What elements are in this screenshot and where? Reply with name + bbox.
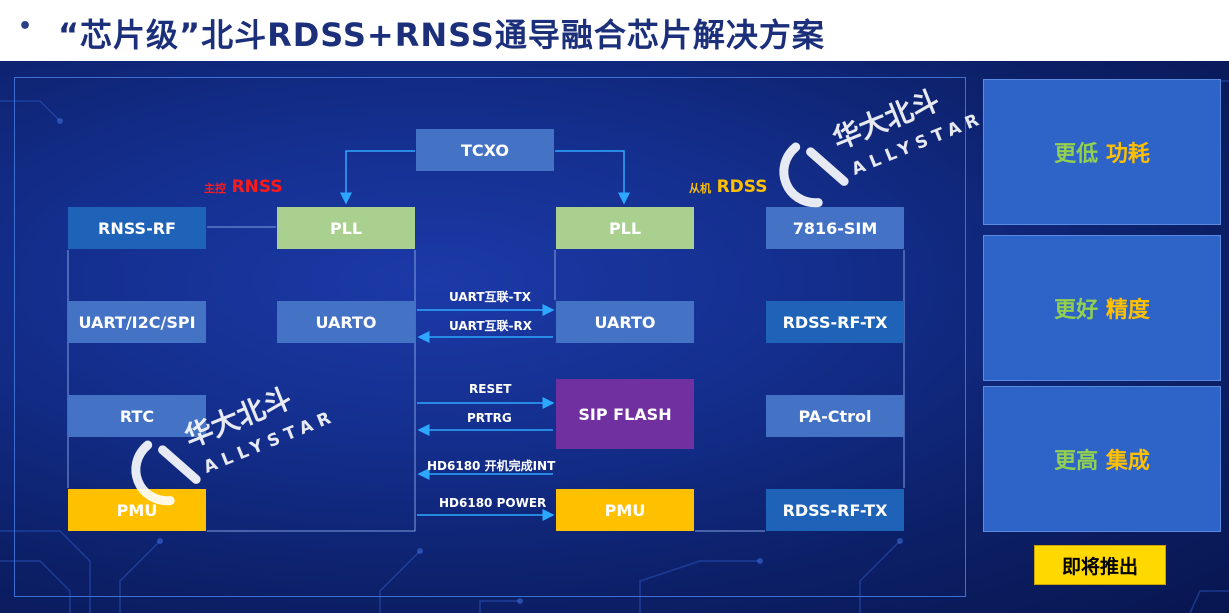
- slave-prefix: 从机: [689, 182, 711, 195]
- master-name: RNSS: [231, 177, 283, 197]
- allystar-logo-icon: 华大北斗 ALLYSTAR: [779, 83, 987, 208]
- feature-card-integration: 更高 集成: [983, 386, 1221, 532]
- signal-power: HD6180 POWER: [439, 496, 547, 510]
- pa-ctrl-block: PA-Ctrol: [766, 395, 904, 437]
- diagram-frame: [14, 77, 966, 597]
- rtc-block: RTC: [68, 395, 206, 437]
- feature-b: 精度: [1105, 298, 1150, 323]
- pll-left-block: PLL: [277, 207, 415, 249]
- rdss-rf-tx-block-1: RDSS-RF-TX: [766, 301, 904, 343]
- signal-reset: RESET: [469, 382, 512, 396]
- circuit-background: [0, 80, 1229, 613]
- master-prefix: 主控: [204, 182, 226, 195]
- uart-i2c-spi-block: UART/I2C/SPI: [68, 301, 206, 343]
- allystar-logo-top: 华大北斗 ALLYSTAR: [760, 79, 987, 213]
- uart-right-block: UARTO: [556, 301, 694, 343]
- slave-name: RDSS: [716, 177, 768, 197]
- signal-uart-rx: UART互联-RX: [449, 319, 533, 333]
- pmu-right-block: PMU: [556, 489, 694, 531]
- feature-card-power: 更低 功耗: [983, 79, 1221, 225]
- feature-a: 更高: [1054, 449, 1099, 474]
- title-bullet: •: [18, 14, 33, 39]
- feature-a: 更低: [1054, 142, 1099, 167]
- pll-right-block: PLL: [556, 207, 694, 249]
- rnss-rf-block: RNSS-RF: [68, 207, 206, 249]
- allystar-logo-icon-2: 华大北斗 ALLYSTAR: [131, 381, 339, 506]
- sim-block: 7816-SIM: [766, 207, 904, 249]
- coming-soon-badge: 即将推出: [1034, 545, 1166, 585]
- tcxo-block: TCXO: [416, 129, 554, 171]
- sip-flash-block: SIP FLASH: [556, 379, 694, 449]
- connector-lines: [67, 150, 905, 532]
- feature-b: 集成: [1105, 449, 1150, 474]
- allystar-logo-bottom: 华大北斗 ALLYSTAR: [112, 377, 339, 511]
- uart-left-block: UARTO: [277, 301, 415, 343]
- slave-label: 从机 RDSS: [689, 177, 768, 197]
- page-title: “芯片级”北斗RDSS+RNSS通导融合芯片解决方案: [58, 16, 825, 54]
- master-label: 主控 RNSS: [204, 177, 283, 197]
- feature-a: 更好: [1054, 298, 1099, 323]
- pmu-left-block: PMU: [68, 489, 206, 531]
- feature-b: 功耗: [1105, 142, 1150, 167]
- signal-prtrg: PRTRG: [467, 411, 512, 425]
- diagram-stage: 主控 RNSS 从机 RDSS TCXO RNSS-RF PLL PLL 781…: [0, 61, 1229, 613]
- signal-boot-int: HD6180 开机完成INT: [427, 459, 556, 473]
- title-bar: • “芯片级”北斗RDSS+RNSS通导融合芯片解决方案: [0, 0, 1229, 60]
- rdss-rf-tx-block-2: RDSS-RF-TX: [766, 489, 904, 531]
- signal-uart-tx: UART互联-TX: [449, 290, 531, 304]
- feature-card-accuracy: 更好 精度: [983, 235, 1221, 381]
